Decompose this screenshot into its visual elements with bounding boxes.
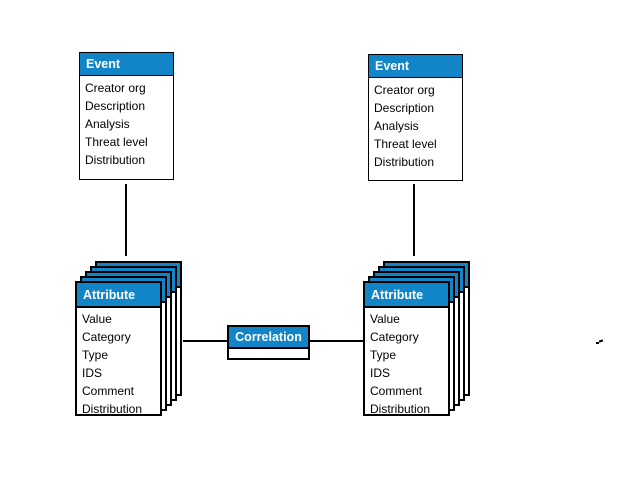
connector-attribute-correlation-right [310,340,363,342]
connector-event-attribute-right [413,184,415,256]
stray-mark [596,339,604,345]
attribute-entity-left-title: Attribute [77,283,160,308]
correlation-entity-title: Correlation [229,327,308,349]
attribute-entity-right-title: Attribute [365,283,448,308]
field-creator-org: Creator org [374,83,435,97]
field-distribution: Distribution [370,402,431,416]
attribute-stack-right: Attribute Value Category Type IDS Commen… [363,261,471,417]
field-description: Description [85,99,146,113]
attribute-stack-left: Attribute Value Category Type IDS Commen… [75,261,183,417]
field-comment: Comment [370,384,423,398]
field-threat-level: Threat level [374,137,437,151]
field-ids: IDS [82,366,103,380]
event-entity-left-title: Event [80,53,173,76]
attribute-entity-left: Attribute Value Category Type IDS Commen… [75,281,162,416]
field-distribution: Distribution [374,155,435,169]
field-distribution: Distribution [85,153,146,167]
field-creator-org: Creator org [85,81,146,95]
attribute-entity-right-fields: Value Category Type IDS Comment Distribu… [365,308,448,418]
correlation-entity: Correlation [227,325,310,360]
field-category: Category [370,330,419,344]
field-description: Description [374,101,435,115]
field-comment: Comment [82,384,135,398]
field-category: Category [82,330,131,344]
event-entity-left: Event Creator org Description Analysis T… [79,52,174,180]
field-value: Value [370,312,400,326]
connector-event-attribute-left [125,184,127,256]
field-value: Value [82,312,112,326]
attribute-entity-right: Attribute Value Category Type IDS Commen… [363,281,450,416]
correlation-entity-body [229,349,308,358]
field-analysis: Analysis [374,119,419,133]
field-type: Type [370,348,397,362]
attribute-entity-left-fields: Value Category Type IDS Comment Distribu… [77,308,160,418]
event-entity-right-fields: Creator org Description Analysis Threat … [369,78,462,171]
connector-attribute-correlation-left [183,340,227,342]
field-threat-level: Threat level [85,135,148,149]
field-type: Type [82,348,109,362]
event-entity-left-fields: Creator org Description Analysis Threat … [80,76,173,169]
event-entity-right-title: Event [369,55,462,78]
field-ids: IDS [370,366,391,380]
event-entity-right: Event Creator org Description Analysis T… [368,54,463,181]
field-analysis: Analysis [85,117,130,131]
field-distribution: Distribution [82,402,143,416]
